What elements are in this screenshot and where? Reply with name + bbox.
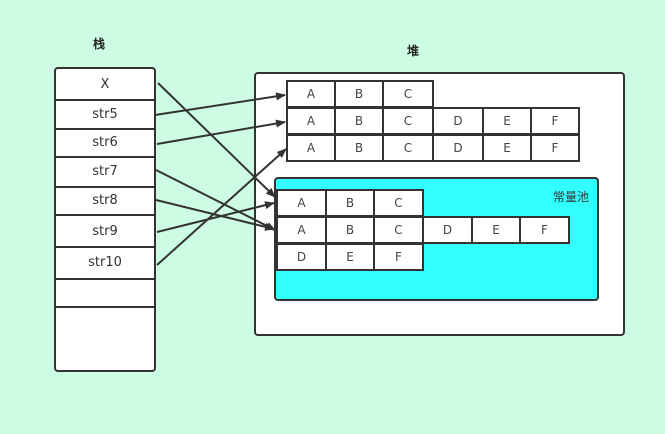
arrow-str5 bbox=[154, 92, 286, 116]
heap-row2-cell-D: D bbox=[432, 107, 484, 135]
heap-row2-cell-A: A bbox=[286, 107, 336, 135]
pool-row1-cell-C: C bbox=[373, 189, 424, 217]
pool-row3-cell-E: E bbox=[325, 243, 375, 271]
stack-cell-str9: str9 bbox=[56, 216, 154, 248]
stack-cell-X: X bbox=[56, 69, 154, 101]
arrow-str10 bbox=[156, 148, 287, 266]
heap-row1-cell-C: C bbox=[382, 80, 434, 108]
arrow-str8 bbox=[155, 199, 275, 231]
arrow-str6 bbox=[156, 119, 286, 145]
heap-row3-cell-C: C bbox=[382, 134, 434, 162]
pool-row3-cell-F: F bbox=[373, 243, 424, 271]
pool-row3-cell-D: D bbox=[276, 243, 327, 271]
stack-cell-str8: str8 bbox=[56, 186, 154, 216]
stack-cell-empty bbox=[56, 278, 154, 308]
heap-row3-cell-B: B bbox=[334, 134, 384, 162]
stack-title: 栈 bbox=[93, 37, 106, 51]
heap-row3-cell-A: A bbox=[286, 134, 336, 162]
stack-cell-str6: str6 bbox=[56, 128, 154, 158]
stack-cell-str10: str10 bbox=[56, 246, 154, 280]
stack-cell-str7: str7 bbox=[56, 156, 154, 188]
heap-row3-cell-E: E bbox=[482, 134, 532, 162]
arrow-str9 bbox=[156, 201, 275, 233]
heap-row3-cell-F: F bbox=[530, 134, 580, 162]
arrow-str7 bbox=[155, 169, 276, 231]
stack-cell-str5: str5 bbox=[56, 100, 154, 130]
arrow-X bbox=[157, 82, 276, 198]
heap-row2-cell-E: E bbox=[482, 107, 532, 135]
heap-title: 堆 bbox=[407, 44, 420, 58]
pool-row2-cell-F: F bbox=[519, 216, 570, 244]
constant-pool-label: 常量池 bbox=[553, 190, 590, 204]
